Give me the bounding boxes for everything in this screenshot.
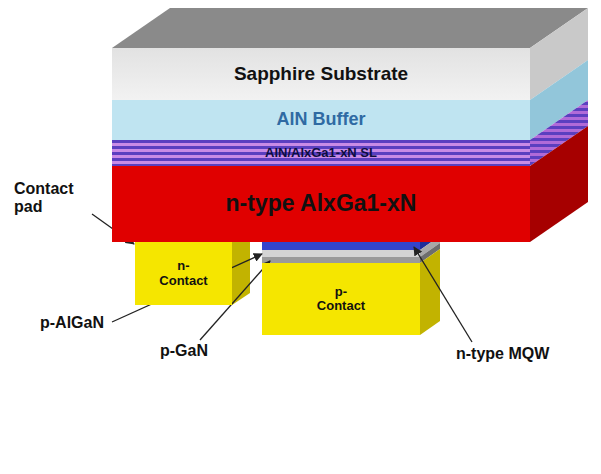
- mqw-layer: [262, 242, 420, 250]
- leader-line: [414, 247, 472, 342]
- p-algan-layer: [262, 250, 420, 257]
- layer-label: n-type AlxGa1-xN: [226, 191, 417, 216]
- callout-label: Contact pad: [14, 180, 94, 217]
- contact-pad: p- Contact: [262, 263, 420, 335]
- superlattice-layer: AlN/AlxGa1-xN SL: [112, 140, 530, 166]
- contact-pad: n- Contact: [135, 242, 232, 305]
- callout-label: n-type MQW: [456, 345, 549, 363]
- substrate-layer: Sapphire Substrate: [112, 48, 530, 100]
- layer-label: AlN/AlxGa1-xN SL: [265, 146, 377, 160]
- n-type-layer: n-type AlxGa1-xN: [112, 166, 530, 242]
- layer-label: Sapphire Substrate: [234, 64, 408, 85]
- callout-label: p-GaN: [160, 342, 208, 360]
- top-face: [112, 8, 588, 48]
- callout-label: p-AlGaN: [40, 314, 104, 332]
- layer-label: n- Contact: [154, 259, 214, 288]
- layer-label: p- Contact: [311, 285, 371, 314]
- buffer-layer: AlN Buffer: [112, 100, 530, 140]
- n-layer-side: [530, 126, 588, 242]
- layer-label: AlN Buffer: [277, 110, 366, 130]
